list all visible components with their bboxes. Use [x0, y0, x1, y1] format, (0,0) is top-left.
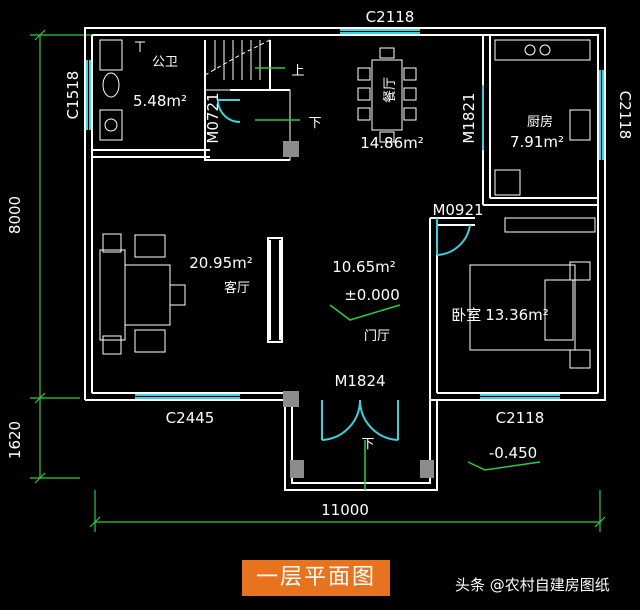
door-label-toilet: M0721 — [204, 92, 222, 143]
window-label-bottom-left: C2445 — [166, 409, 215, 427]
stair-down-label: 下 — [308, 116, 321, 131]
porch-down-label: 下 — [361, 437, 374, 452]
elevation-outdoor: -0.450 — [489, 444, 537, 462]
room-area-toilet: 5.48m² — [133, 92, 187, 110]
direction-arrows — [255, 67, 541, 490]
drawing-title: 一层平面图 — [242, 560, 390, 596]
door-label-bedroom: M0921 — [432, 201, 483, 219]
room-area-kitchen: 7.91m² — [510, 133, 564, 151]
dim-height-main: 8000 — [6, 196, 24, 234]
room-name-living: 客厅 — [224, 280, 250, 296]
elevation-indoor: ±0.000 — [344, 286, 400, 304]
window-label-right: C2118 — [616, 91, 634, 140]
window-label-top: C2118 — [366, 8, 415, 26]
dimension-lines — [30, 29, 606, 532]
windows — [86, 29, 604, 441]
window-label-bottom-right: C2118 — [496, 409, 545, 427]
door-label-entrance: M1824 — [334, 372, 385, 390]
furniture — [99, 39, 596, 369]
room-name-foyer: 门厅 — [364, 329, 390, 344]
staircase — [204, 39, 291, 161]
door-label-kitchen: M1821 — [460, 92, 478, 143]
room-name-bedroom: 卧室 — [451, 306, 481, 324]
window-label-left: C1518 — [64, 71, 82, 120]
stair-up-label: 上 — [291, 64, 304, 79]
room-name-toilet: 公卫 — [152, 55, 178, 70]
room-area-foyer: 10.65m² — [332, 258, 396, 276]
room-area-bedroom: 13.36m² — [485, 306, 549, 324]
dim-width-total: 11000 — [321, 501, 369, 519]
watermark-text: 头条 @农村自建房图纸 — [455, 576, 610, 594]
room-area-living: 20.95m² — [189, 254, 253, 272]
columns — [283, 141, 434, 478]
room-area-dining: 14.86m² — [360, 134, 424, 152]
dim-height-porch: 1620 — [6, 421, 24, 459]
room-name-dining: 餐厅 — [382, 77, 398, 103]
room-name-kitchen: 厨房 — [527, 114, 553, 130]
